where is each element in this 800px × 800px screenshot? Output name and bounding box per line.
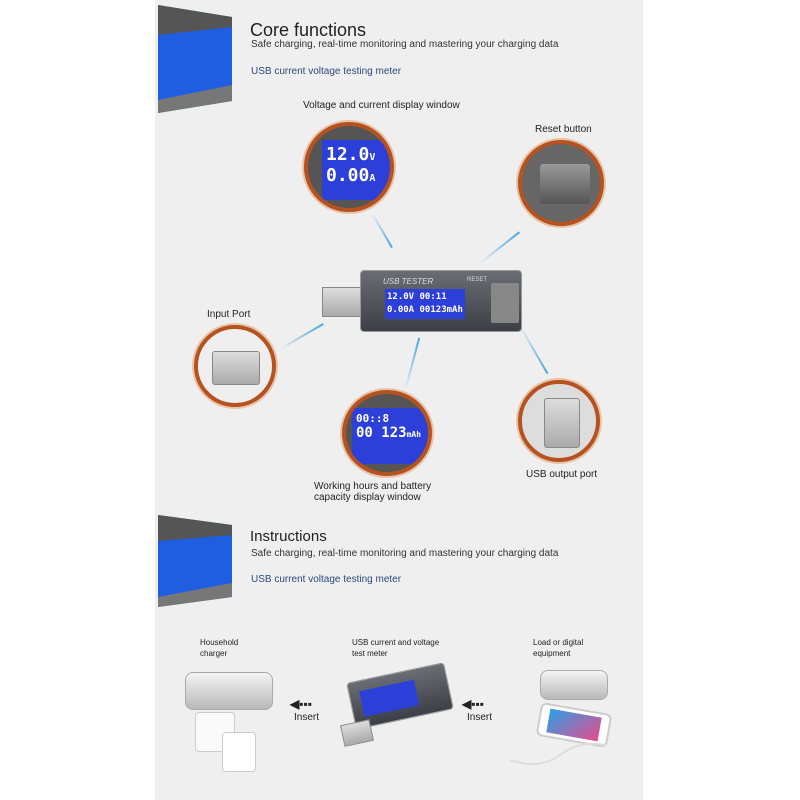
label-input-port: Input Port bbox=[207, 309, 251, 320]
core-product: USB current voltage testing meter bbox=[251, 66, 402, 77]
instructions-product: USB current voltage testing meter bbox=[251, 574, 402, 585]
usb-tester-device: USB TESTER RESET 12.0V 00:11 0.00A 00123… bbox=[360, 270, 522, 332]
zoom-capacity: 00 123 bbox=[356, 425, 407, 441]
arrow-left-icon: ◀▪▪▪ bbox=[462, 697, 484, 711]
zoom-voltage: 12.0 bbox=[326, 144, 370, 165]
zoom-voltage-unit: V bbox=[369, 152, 376, 163]
cable-image bbox=[509, 742, 606, 765]
core-subtitle: Safe charging, real-time monitoring and … bbox=[251, 39, 559, 50]
device-time: 00:11 bbox=[419, 292, 447, 302]
device-capacity: 00123mAh bbox=[419, 305, 463, 315]
section-flag-instructions bbox=[158, 515, 232, 607]
label-display-window: Voltage and current display window bbox=[303, 100, 460, 111]
label-working-hours: Working hours and battery capacity displ… bbox=[314, 481, 432, 503]
zoom-current: 0.00 bbox=[326, 165, 370, 186]
load-power-bank-image bbox=[540, 670, 608, 700]
zoom-input-port bbox=[194, 325, 276, 407]
device-reset: RESET bbox=[467, 277, 488, 283]
zoom-usb-output bbox=[518, 380, 600, 462]
label-household-charger: Household charger bbox=[200, 638, 239, 658]
device-current: 0.00A bbox=[387, 305, 415, 315]
device-voltage: 12.0V bbox=[387, 292, 415, 302]
core-title: Core functions bbox=[250, 20, 367, 40]
zoom-reset-button bbox=[518, 140, 604, 226]
zoom-time: 00::8 bbox=[356, 412, 390, 425]
label-load-equipment: Load or digital equipment bbox=[533, 638, 584, 658]
label-usb-output: USB output port bbox=[526, 469, 598, 480]
insert-label-1: Insert bbox=[294, 712, 320, 723]
zoom-working-hours: 00::8 00 123mAh bbox=[342, 390, 432, 476]
power-bank-image bbox=[185, 672, 273, 710]
zoom-current-unit: A bbox=[369, 173, 376, 184]
label-reset-button: Reset button bbox=[535, 124, 592, 135]
label-test-meter: USB current and voltage test meter bbox=[352, 638, 440, 658]
arrow-left-icon: ◀▪▪▪ bbox=[290, 697, 312, 711]
zoom-capacity-unit: mAh bbox=[406, 430, 422, 439]
instructions-subtitle: Safe charging, real-time monitoring and … bbox=[251, 548, 559, 559]
instructions-title: Instructions bbox=[250, 528, 327, 545]
insert-label-2: Insert bbox=[467, 712, 493, 723]
device-brand: USB TESTER bbox=[383, 277, 434, 286]
zoom-display-window: 12.0V 0.00A bbox=[304, 122, 394, 212]
usb-plug bbox=[322, 287, 364, 317]
wall-charger-image bbox=[222, 732, 256, 772]
section-flag-core bbox=[158, 5, 232, 113]
